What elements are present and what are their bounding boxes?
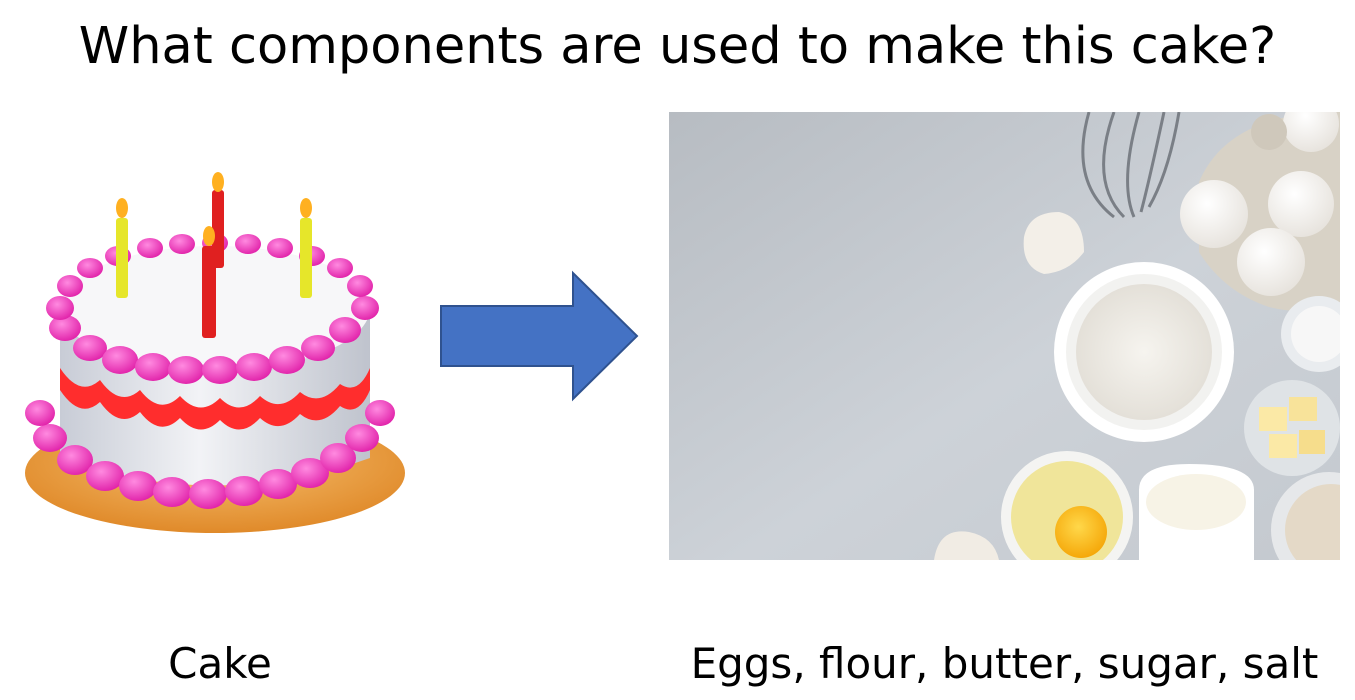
birthday-cake-icon bbox=[20, 168, 420, 548]
baking-ingredients-photo bbox=[669, 112, 1340, 560]
ingredients-caption: Eggs, flour, butter, sugar, salt bbox=[690, 639, 1319, 688]
slide-title: What components are used to make this ca… bbox=[78, 17, 1277, 76]
right-arrow-icon bbox=[438, 270, 640, 402]
cake-caption: Cake bbox=[168, 639, 272, 688]
